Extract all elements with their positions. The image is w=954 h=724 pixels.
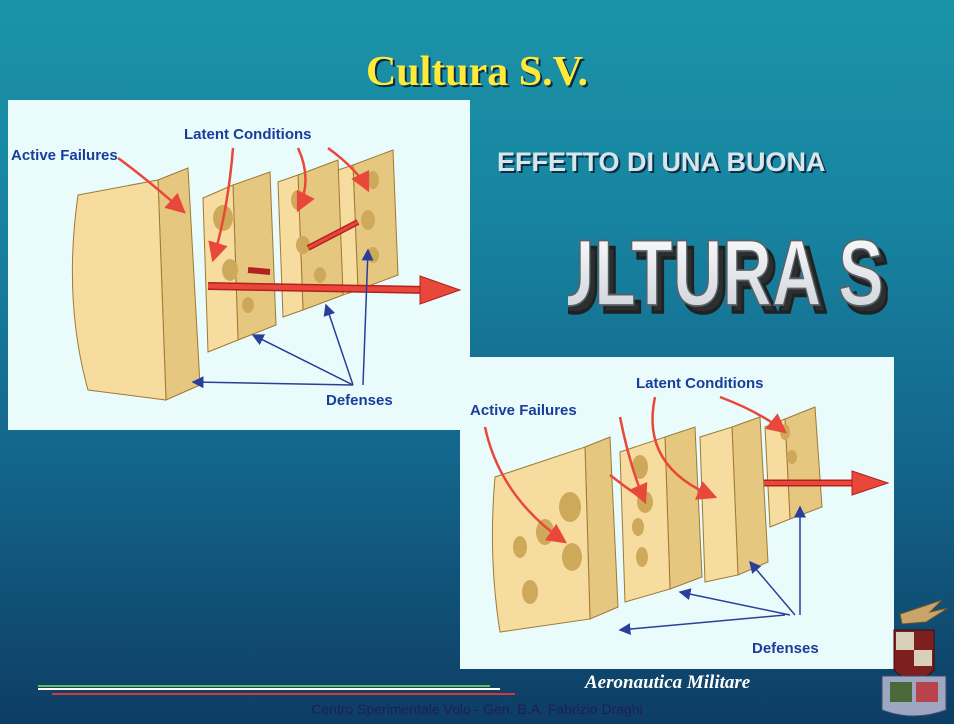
cheese-slice-2 bbox=[619, 426, 703, 603]
aeronautica-crest-logo bbox=[881, 599, 949, 717]
label-defenses: Defenses bbox=[752, 640, 819, 657]
label-active-failures: Active Failures bbox=[470, 402, 577, 419]
label-active-failures: Active Failures bbox=[11, 147, 118, 164]
defense-pointer-3 bbox=[749, 560, 796, 616]
cheese-slice-4 bbox=[764, 406, 823, 528]
defense-pointer-1 bbox=[191, 376, 354, 389]
label-latent-conditions: Latent Conditions bbox=[636, 375, 764, 392]
latent-condition-arrow-3 bbox=[719, 395, 787, 434]
crest-panel-2 bbox=[916, 682, 938, 702]
cheese-slice-3 bbox=[699, 416, 769, 583]
hazard-trajectory-arrow bbox=[760, 470, 890, 496]
defense-pointer-2 bbox=[678, 588, 791, 616]
latent-condition-arrow-3 bbox=[327, 146, 370, 193]
slide-subtitle: EFFETTO DI UNA BUONA bbox=[497, 147, 826, 177]
defense-pointer-4 bbox=[361, 248, 374, 386]
swiss-cheese-illustration-top bbox=[71, 146, 462, 401]
slide-title: Cultura S.V. bbox=[365, 49, 589, 95]
active-failure-arrow bbox=[117, 156, 186, 214]
wordart-cultura: CULTURA S.V. CULTURA S.V. bbox=[568, 221, 888, 334]
defense-pointer-1 bbox=[618, 614, 786, 636]
label-defenses: Defenses bbox=[326, 392, 393, 409]
cheese-slice-2 bbox=[202, 171, 277, 353]
swiss-cheese-diagram-top: Active Failures Latent Conditions Defens… bbox=[8, 100, 470, 430]
latent-condition-arrow-1 bbox=[618, 416, 648, 505]
latent-condition-arrow-1 bbox=[208, 147, 235, 263]
active-failure-arrow bbox=[483, 426, 568, 544]
footer-brand: Aeronautica Militare bbox=[585, 672, 751, 693]
label-latent-conditions: Latent Conditions bbox=[184, 126, 312, 143]
wordart-shadow: CULTURA S.V. bbox=[568, 229, 888, 333]
defense-pointer-3 bbox=[323, 303, 354, 386]
swiss-cheese-illustration-bottom bbox=[483, 395, 890, 636]
footer-caption: Centro Sperimentale Volo - Gen. B.A. Fab… bbox=[311, 701, 643, 717]
crest-quarter-2 bbox=[914, 650, 932, 666]
swiss-cheese-diagram-bottom: Active Failures Latent Conditions Defens… bbox=[460, 357, 894, 669]
latent-condition-arrow-2 bbox=[651, 396, 718, 500]
eagle-emblem bbox=[899, 599, 949, 625]
latent-condition-arrow-2 bbox=[296, 147, 315, 213]
cheese-slice-1 bbox=[491, 436, 619, 633]
cheese-slice-1 bbox=[71, 167, 201, 401]
defense-pointer-2 bbox=[251, 334, 354, 386]
hazard-trajectory-arrow bbox=[207, 219, 462, 305]
latent-condition-arrow-4 bbox=[609, 474, 641, 499]
crest-panel-1 bbox=[890, 682, 912, 702]
wordart-text: CULTURA S.V. bbox=[568, 222, 888, 326]
crest-quarter-1 bbox=[896, 632, 914, 650]
